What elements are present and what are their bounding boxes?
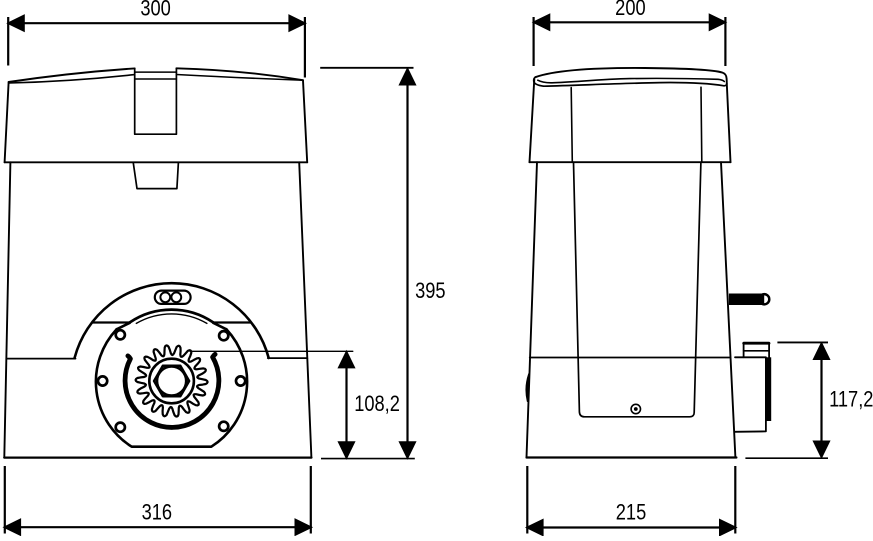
svg-text:200: 200 bbox=[615, 0, 645, 21]
svg-text:300: 300 bbox=[140, 0, 170, 21]
svg-text:108,2: 108,2 bbox=[354, 393, 400, 417]
svg-text:215: 215 bbox=[616, 501, 646, 525]
svg-text:117,2: 117,2 bbox=[829, 388, 873, 412]
svg-text:395: 395 bbox=[415, 280, 445, 304]
svg-text:316: 316 bbox=[142, 501, 172, 525]
